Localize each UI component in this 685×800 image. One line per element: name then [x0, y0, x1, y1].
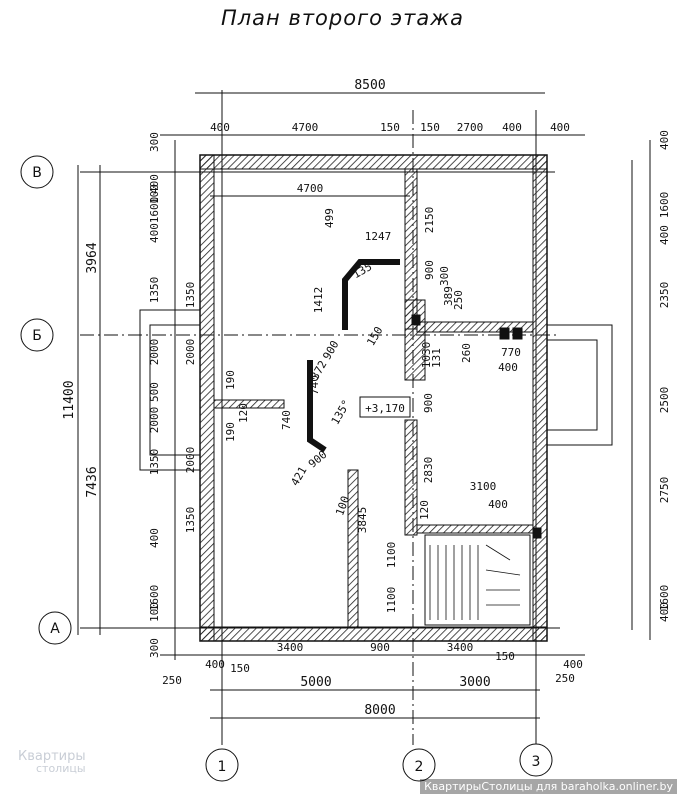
dimension-label: 1600	[658, 192, 671, 219]
dimension-label: 300	[148, 638, 161, 658]
dimension-label: 400	[550, 121, 570, 134]
dimension-label: 2150	[423, 207, 436, 234]
watermark-line: Квартиры	[18, 749, 86, 764]
dimension-label: 5000	[300, 675, 331, 690]
watermark-logo: Квартиры столицы	[18, 750, 86, 774]
dimension-label: 1247	[365, 230, 392, 243]
dimension-label: 900	[370, 641, 390, 654]
dimension-label: 300	[438, 266, 451, 286]
dimension-label: 770	[501, 346, 521, 359]
dimension-label: 740	[308, 375, 321, 395]
dimension-label: 3845	[356, 507, 369, 534]
dimension-label: 400	[658, 225, 671, 245]
axis-label: 1	[218, 759, 227, 775]
dimension-label: 2000	[148, 339, 161, 366]
dimension-label: 3100	[470, 480, 497, 493]
dimension-label: 7436	[85, 466, 100, 497]
dimension-label: 900	[423, 260, 436, 280]
dimension-label: 250	[555, 672, 575, 685]
page-title: План второго этажа	[220, 6, 465, 30]
footer-caption: КвартирыСтолицы для baraholka.onliner.by	[420, 779, 677, 794]
axis-label: Б	[32, 328, 42, 344]
dimension-label: 389	[442, 286, 455, 306]
dimension-label: 1100	[385, 587, 398, 614]
dimension-label: 421	[288, 464, 309, 488]
axis-label: 2	[415, 759, 424, 775]
dimension-label: 2500	[658, 387, 671, 414]
dimension-label: 400	[502, 121, 522, 134]
dimension-label: 1030	[420, 342, 433, 369]
dimension-label: 100	[148, 184, 161, 204]
dimension-label: 150	[380, 121, 400, 134]
dimension-label: 2700	[457, 121, 484, 134]
level-mark: +3,170	[365, 402, 405, 415]
dimension-label: 1350	[148, 449, 161, 476]
overall-width-label: 8500	[354, 78, 385, 93]
watermark-line: столицы	[36, 762, 86, 775]
dimension-label: 1100	[385, 542, 398, 569]
dimension-label: 250	[162, 674, 182, 687]
dimension-label: 120	[418, 500, 431, 520]
dimension-label: 4700	[292, 121, 319, 134]
dimension-label: 190	[224, 422, 237, 442]
dimension-label: 100	[148, 602, 161, 622]
dimension-label: 1600	[148, 585, 161, 612]
dimension-label: 2000	[148, 407, 161, 434]
dimension-label: 150	[495, 650, 515, 663]
axis-label: В	[32, 165, 42, 181]
axis-label: А	[50, 621, 60, 637]
dimension-label: 400	[498, 361, 518, 374]
dimension-label: 400	[658, 130, 671, 150]
dimension-label: 2830	[422, 457, 435, 484]
dimension-label: 900	[320, 338, 341, 362]
dimension-label: 3400	[447, 641, 474, 654]
dimension-label: 499	[323, 208, 336, 228]
dimension-label: 260	[460, 343, 473, 363]
dimension-label: 3000	[459, 675, 490, 690]
dimension-label: 1350	[148, 277, 161, 304]
dimension-label: 400	[563, 658, 583, 671]
angle-label: 135°	[351, 257, 380, 282]
dimension-label: 300	[148, 132, 161, 152]
dimension-label: 1350	[184, 507, 197, 534]
axis-label: 3	[532, 754, 541, 770]
dimension-label: 150	[230, 662, 250, 675]
dimension-label: 131	[430, 348, 443, 368]
dimension-label: 150	[420, 121, 440, 134]
dimension-label: 400	[488, 498, 508, 511]
overall-height-label: 11400	[62, 380, 77, 419]
dimension-label: 190	[224, 370, 237, 390]
dimension-label: 500	[148, 382, 161, 402]
dimension-label: 400	[148, 528, 161, 548]
dimension-label: 3400	[277, 641, 304, 654]
dimension-label: 2350	[658, 282, 671, 309]
dimension-label: 400	[658, 602, 671, 622]
dimension-label: 1412	[312, 287, 325, 314]
dimension-label: 400	[210, 121, 230, 134]
dimension-label: 2000	[184, 339, 197, 366]
dimension-label: 1600	[148, 197, 161, 224]
dimension-label: 4700	[297, 182, 324, 195]
dimension-label: 900	[306, 448, 330, 471]
dimension-label: 1350	[184, 282, 197, 309]
dimension-label: 400	[148, 223, 161, 243]
dimension-label: 900	[422, 393, 435, 413]
dimension-label: 150	[364, 324, 385, 348]
dimension-label: 8000	[364, 703, 395, 718]
dimension-label: 2750	[658, 477, 671, 504]
dimension-label: 400	[148, 174, 161, 194]
dimension-label: 1600	[658, 585, 671, 612]
dimension-label: 400	[205, 658, 225, 671]
dimension-label: 740	[280, 410, 293, 430]
angle-label: 135°	[329, 398, 354, 427]
dimension-label: 2000	[184, 447, 197, 474]
dimension-label: 100	[333, 494, 352, 517]
dimension-label: 250	[452, 290, 465, 310]
dimension-label: 3964	[85, 242, 100, 273]
dimension-label: 120	[237, 403, 250, 423]
